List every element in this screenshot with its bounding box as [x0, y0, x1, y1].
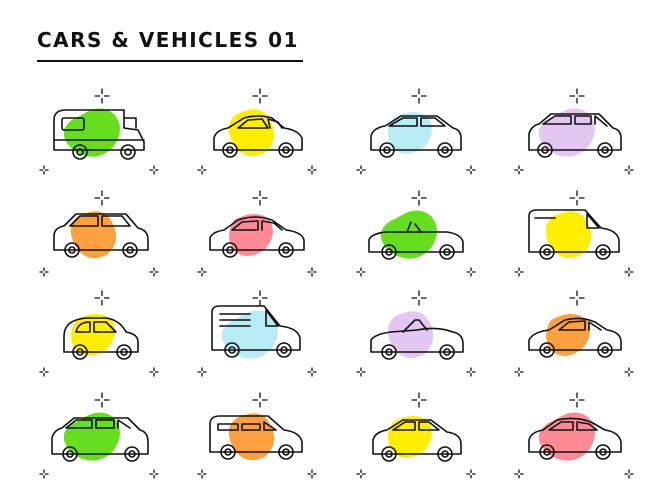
roadster-car-icon-svg: [356, 290, 476, 377]
sparkle-decoration: [197, 88, 317, 175]
color-blob: [228, 413, 275, 461]
suv-car-icon: [39, 190, 160, 280]
mini-car-icon: [39, 290, 160, 380]
color-blob: [387, 311, 434, 359]
page-title: CARS & VEHICLES 01: [37, 28, 299, 52]
coupe-car-icon-svg: [197, 88, 317, 175]
color-blob: [545, 211, 592, 259]
sparkle-decoration: [514, 88, 634, 175]
station-wagon-icon: [514, 88, 635, 178]
suv-car-icon-svg: [39, 190, 159, 277]
camper-van-icon-svg: [39, 88, 159, 175]
vehicle-outline: [209, 415, 303, 460]
sparkle-decoration: [39, 392, 159, 479]
vehicle-outline: [372, 419, 462, 462]
coupe-car-icon: [197, 88, 318, 178]
family-sedan-icon-svg: [514, 392, 634, 479]
compact-car-icon: [356, 392, 477, 482]
vehicle-outline: [528, 209, 620, 260]
vehicle-outline: [209, 216, 305, 258]
sparkle-decoration: [514, 392, 634, 479]
vehicle-outline: [53, 213, 149, 258]
sparkle-decoration: [356, 290, 476, 377]
color-blob: [63, 412, 120, 461]
color-blob: [380, 210, 437, 259]
vehicle-outline: [528, 317, 622, 358]
sparkle-decoration: [514, 290, 634, 377]
vehicle-outline: [53, 109, 145, 160]
family-sedan-icon: [514, 392, 635, 482]
color-blob: [538, 412, 595, 461]
delivery-van-icon: [514, 190, 635, 280]
panel-van-icon: [197, 290, 318, 380]
sparkle-decoration: [356, 190, 476, 277]
roadster-car-icon: [356, 290, 477, 380]
sparkle-decoration: [197, 290, 317, 377]
sport-coupe-icon-svg: [514, 290, 634, 377]
vehicle-outline: [63, 317, 139, 360]
convertible-car-icon-svg: [356, 190, 476, 277]
minivan-car-icon-svg: [197, 392, 317, 479]
color-blob: [70, 211, 117, 259]
vehicle-outline: [368, 221, 464, 260]
sedan-car-icon-svg: [197, 190, 317, 277]
sparkle-decoration: [197, 190, 317, 277]
sparkle-decoration: [356, 392, 476, 479]
station-wagon-icon-svg: [514, 88, 634, 175]
convertible-car-icon: [356, 190, 477, 280]
vehicle-outline: [528, 113, 622, 158]
estate-car-icon-svg: [39, 392, 159, 479]
vehicle-outline: [211, 305, 301, 358]
color-blob: [221, 310, 278, 359]
delivery-van-icon-svg: [514, 190, 634, 277]
sparkle-decoration: [39, 290, 159, 377]
camper-van-icon: [39, 88, 160, 178]
sport-coupe-icon: [514, 290, 635, 380]
vehicle-outline: [213, 115, 303, 158]
vehicle-outline: [51, 417, 149, 462]
sparkle-decoration: [39, 190, 159, 277]
title-underline: [37, 60, 303, 62]
vehicle-outline: [370, 115, 462, 158]
vehicle-outline: [528, 417, 622, 460]
mini-car-icon-svg: [39, 290, 159, 377]
color-blob: [538, 108, 595, 157]
compact-car-icon-svg: [356, 392, 476, 479]
sedan-car-icon: [197, 190, 318, 280]
sparkle-decoration: [197, 392, 317, 479]
sparkle-decoration: [39, 88, 159, 175]
panel-van-icon-svg: [197, 290, 317, 377]
hatchback-car-icon: [356, 88, 477, 178]
hatchback-car-icon-svg: [356, 88, 476, 175]
sparkle-decoration: [356, 88, 476, 175]
estate-car-icon: [39, 392, 160, 482]
vehicle-outline: [370, 319, 464, 360]
sparkle-decoration: [514, 190, 634, 277]
minivan-car-icon: [197, 392, 318, 482]
